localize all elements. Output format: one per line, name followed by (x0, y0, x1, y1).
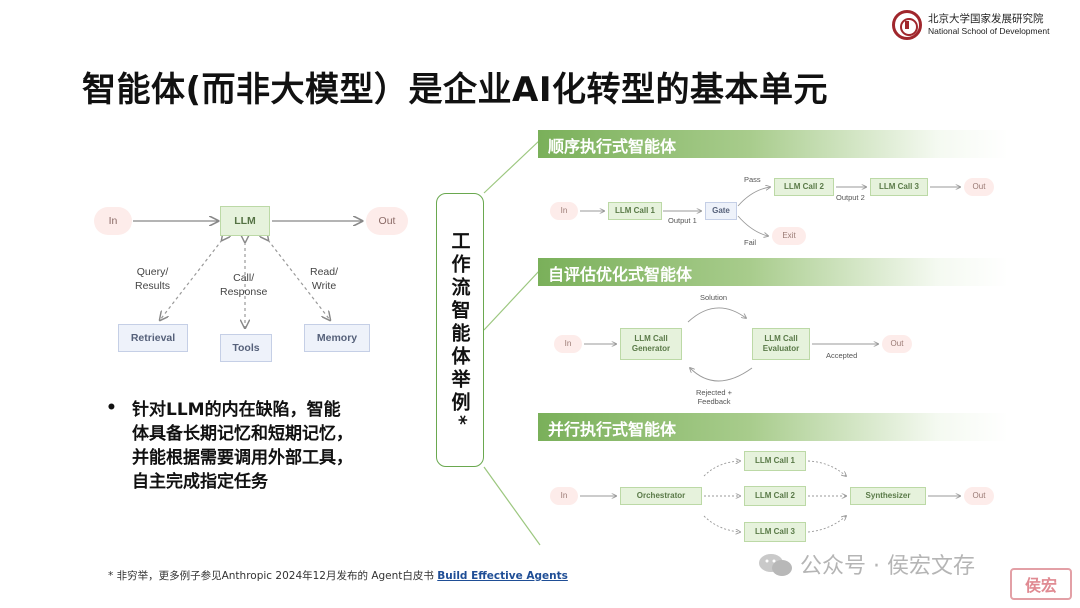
query-results-label: Query/Results (135, 266, 171, 293)
seq-output2-label: Output 2 (836, 193, 865, 202)
tools-node: Tools (220, 334, 272, 362)
pku-nsd-logo: 北京大学国家发展研究院 National School of Developme… (892, 10, 1062, 42)
bullet-dot: • (106, 398, 117, 418)
band-evaluator: 自评估优化式智能体 (538, 258, 1008, 286)
par-synthesizer-node: Synthesizer (850, 487, 926, 505)
eval-solution-label: Solution (700, 293, 728, 302)
read-write-label: Read/Write (310, 266, 339, 293)
retrieval-node: Retrieval (118, 324, 188, 352)
footnote: * 非穷举，更多例子参见Anthropic 2024年12月发布的 Agent白… (108, 568, 568, 583)
par-call1-node: LLM Call 1 (744, 451, 806, 471)
bracket-bottom (483, 466, 541, 546)
pku-seal-icon (892, 10, 922, 40)
par-orchestrator-node: Orchestrator (620, 487, 702, 505)
arrow-llm-memory (268, 240, 330, 320)
seq-call3-node: LLM Call 3 (870, 178, 928, 196)
watermark-text: 公众号 · 侯宏文存 (800, 554, 975, 579)
par-call3-node: LLM Call 3 (744, 522, 806, 542)
seq-exit-node: Exit (772, 227, 806, 245)
corner-stamp: 侯宏 (1010, 568, 1072, 600)
seq-out-node: Out (964, 178, 994, 196)
eval-accepted-label: Accepted (826, 351, 858, 360)
eval-rejected-label: Rejected +Feedback (696, 388, 733, 407)
seq-call1-node: LLM Call 1 (608, 202, 662, 220)
band-parallel-title: 并行执行式智能体 (548, 420, 677, 439)
memory-node: Memory (304, 324, 370, 352)
eval-in-node: In (554, 335, 582, 353)
eval-out-node: Out (882, 335, 912, 353)
band-sequential-title: 顺序执行式智能体 (548, 137, 677, 156)
bracket-top (483, 139, 541, 194)
band-parallel: 并行执行式智能体 (538, 413, 1008, 441)
seq-call2-node: LLM Call 2 (774, 178, 834, 196)
seq-pass-label: Pass (744, 175, 761, 184)
slide-title: 智能体(而非大模型）是企业AI化转型的基本单元 (82, 70, 829, 110)
build-effective-agents-link[interactable]: Build Effective Agents (437, 570, 568, 582)
wechat-icon (759, 554, 792, 576)
band-evaluator-title: 自评估优化式智能体 (548, 265, 693, 284)
logo-chinese-name: 北京大学国家发展研究院 (928, 13, 1044, 25)
workflow-agent-examples-box: 工作流智能体举例* (436, 193, 484, 467)
seq-output1-label: Output 1 (668, 216, 697, 225)
left-llm-node: LLM (220, 206, 270, 236)
bullet-text: 针对LLM的内在缺陷，智能 体具备长期记忆和短期记忆， 并能根据需要调用外部工具… (132, 400, 353, 493)
left-out-node: Out (366, 207, 408, 235)
seq-in-node: In (550, 202, 578, 220)
band-sequential: 顺序执行式智能体 (538, 130, 1008, 158)
left-in-node: In (94, 207, 132, 235)
seq-fail-label: Fail (744, 238, 757, 247)
logo-english-name: National School of Development (928, 26, 1050, 36)
par-out-node: Out (964, 487, 994, 505)
arrow-llm-retrieval (160, 240, 222, 320)
par-in-node: In (550, 487, 578, 505)
par-call2-node: LLM Call 2 (744, 486, 806, 506)
seq-gate-node: Gate (705, 202, 737, 220)
workflow-agent-examples-label: 工作流智能体举例* (448, 231, 471, 429)
call-response-label: Call/Response (220, 272, 268, 299)
footnote-text: * 非穷举，更多例子参见Anthropic 2024年12月发布的 Agent白… (108, 570, 438, 582)
bracket-mid (483, 269, 541, 331)
